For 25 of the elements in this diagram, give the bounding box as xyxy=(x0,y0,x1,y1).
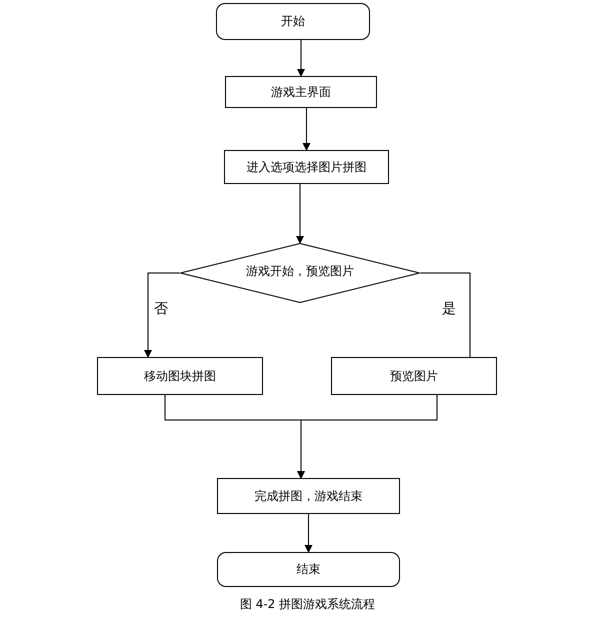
arrow xyxy=(297,40,305,77)
process-box xyxy=(331,357,497,395)
node-text: 完成拼图，游戏结束 xyxy=(254,488,362,504)
process-box xyxy=(97,357,263,395)
start-end-box xyxy=(216,3,370,40)
arrow xyxy=(296,184,304,244)
node-text: 游戏主界面 xyxy=(271,84,331,100)
node-text: 游戏开始，预览图片 xyxy=(246,263,354,280)
start-end-box xyxy=(217,552,400,587)
arrow xyxy=(302,108,310,151)
node-text: 结束 xyxy=(296,561,320,578)
process-box xyxy=(224,150,389,184)
node-text: 移动图块拼图 xyxy=(144,368,216,384)
node-text: 进入选项选择图片拼图 xyxy=(246,158,366,176)
arrow xyxy=(144,272,180,358)
process-box xyxy=(217,478,400,514)
node-text: 预览图片 xyxy=(390,368,438,384)
process-box xyxy=(225,76,377,108)
arrow xyxy=(304,514,312,553)
decision-diamond xyxy=(180,243,420,303)
branch-label: 是 xyxy=(442,300,456,318)
arrow xyxy=(297,394,438,479)
figure-caption: 图 4-2 拼图游戏系统流程 xyxy=(238,596,376,613)
branch-label: 否 xyxy=(154,300,168,318)
node-text: 开始 xyxy=(281,13,305,30)
